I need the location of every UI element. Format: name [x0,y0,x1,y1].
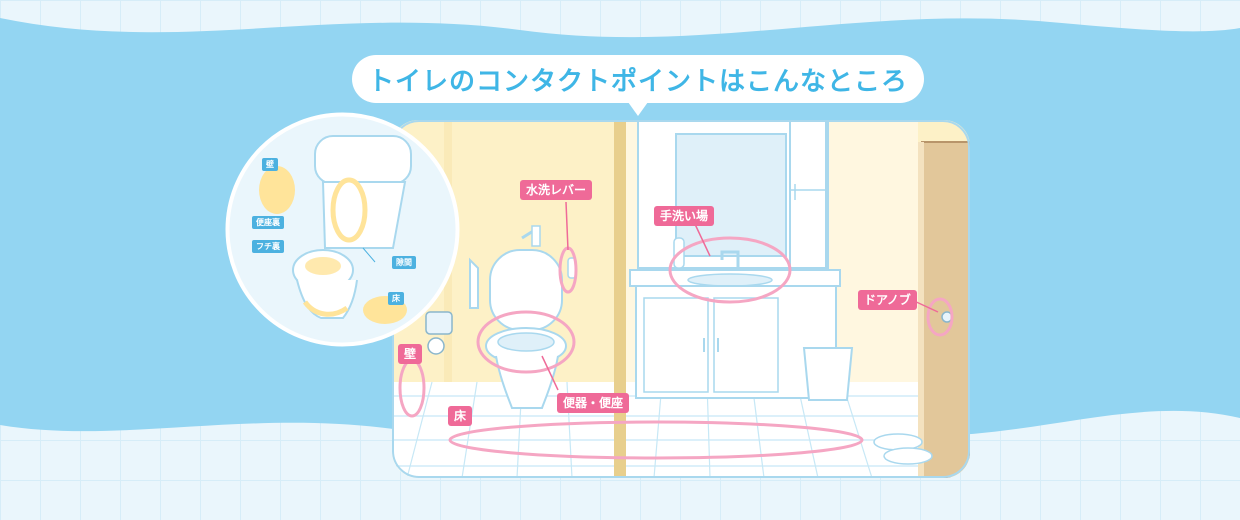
toilet-closeup-illustration [225,112,460,347]
inset-label-lid-back: フチ裏 [252,240,284,253]
inset-label-wall: 壁 [262,158,278,171]
page-title: トイレのコンタクトポイントはこんなところ [352,55,924,116]
label-sink: 手洗い場 [654,206,715,226]
label-toilet-seat: 便器・便座 [557,393,630,413]
inset-label-gap: 隙間 [392,256,416,269]
inset-label-floor: 床 [388,292,404,305]
label-door-knob: ドアノブ [858,290,917,310]
label-floor: 床 [448,406,473,426]
label-flush-lever: 水洗レバー [520,180,593,200]
label-wall: 壁 [398,344,423,364]
inset-label-seat-back: 便座裏 [252,216,284,229]
bathroom-illustration [392,120,970,478]
